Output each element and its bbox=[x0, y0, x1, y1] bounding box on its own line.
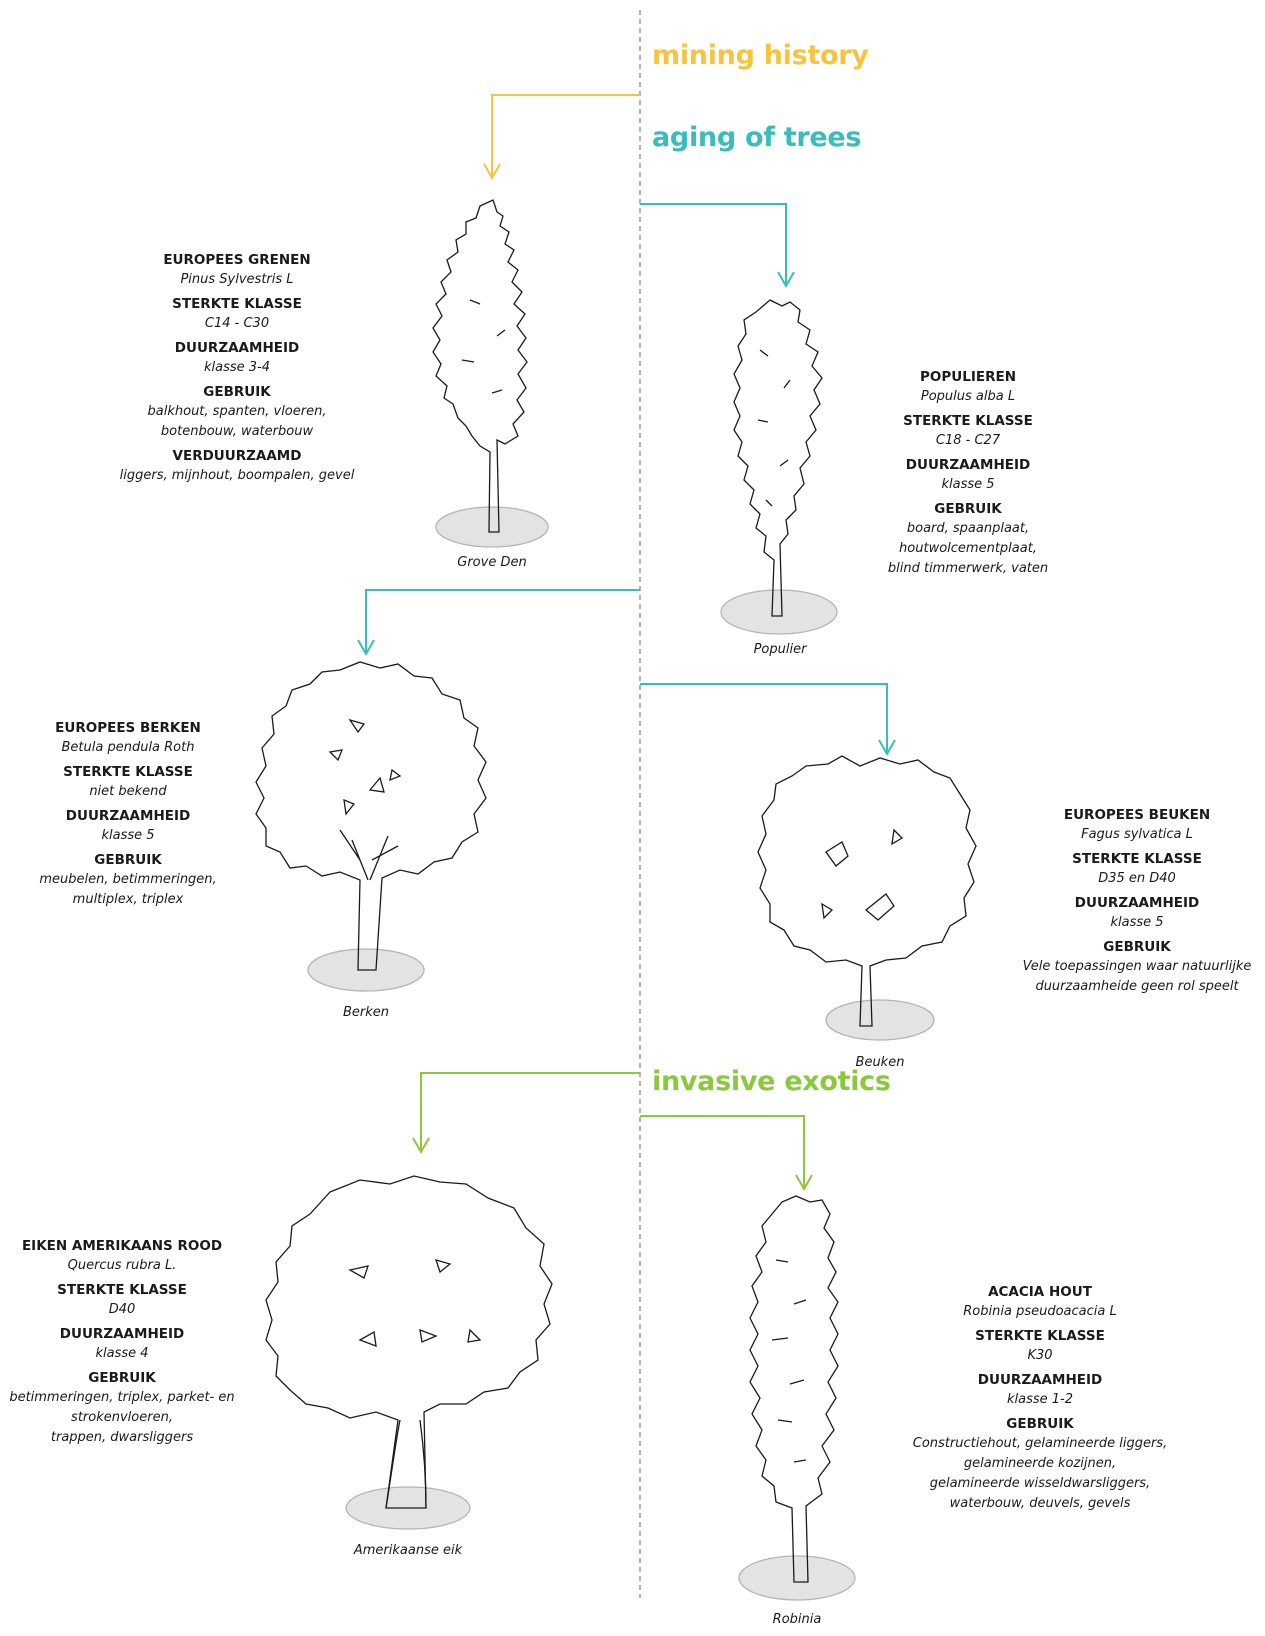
connector-aging-berken bbox=[357, 589, 640, 657]
durability-label: DUURZAAMHEID bbox=[977, 1372, 1103, 1388]
poplar-tree-icon bbox=[720, 299, 838, 635]
latin-name: Populus alba L bbox=[920, 389, 1016, 404]
pine-tree-icon bbox=[432, 199, 549, 548]
species-name: EUROPEES BERKEN bbox=[55, 720, 201, 736]
durability-value: klasse 3-4 bbox=[203, 360, 270, 375]
durability-value: klasse 5 bbox=[941, 477, 995, 492]
info-berken: EUROPEES BERKEN Betula pendula Roth STER… bbox=[0, 718, 268, 910]
durability-label: DUURZAAMHEID bbox=[1074, 895, 1200, 911]
species-name: EUROPEES BEUKEN bbox=[1063, 807, 1211, 823]
heading-invasive-exotics: invasive exotics bbox=[652, 1066, 891, 1097]
connector-mining-grove bbox=[483, 94, 640, 181]
info-robinia: ACACIA HOUT Robinia pseudoacacia L STERK… bbox=[900, 1282, 1180, 1514]
use-label: GEBRUIK bbox=[203, 384, 271, 400]
durability-label: DUURZAAMHEID bbox=[174, 340, 300, 356]
species-name: EIKEN AMERIKAANS ROOD bbox=[21, 1238, 223, 1254]
strength-label: STERKTE KLASSE bbox=[57, 1282, 187, 1298]
use-label: GEBRUIK bbox=[1006, 1416, 1074, 1432]
latin-name: Pinus Sylvestris L bbox=[180, 272, 294, 287]
info-grove-den: EUROPEES GRENEN Pinus Sylvestris L STERK… bbox=[97, 250, 377, 486]
info-populier: POPULIEREN Populus alba L STERKTE KLASSE… bbox=[828, 367, 1108, 579]
use-label: GEBRUIK bbox=[934, 501, 1002, 517]
heading-aging-of-trees: aging of trees bbox=[652, 122, 862, 153]
durability-value: klasse 4 bbox=[95, 1346, 149, 1361]
treated-label: VERDUURZAAMD bbox=[172, 448, 302, 464]
latin-name: Quercus rubra L. bbox=[67, 1258, 177, 1273]
use-value: balkhout, spanten, vloeren, botenbouw, w… bbox=[147, 404, 327, 439]
use-label: GEBRUIK bbox=[1103, 939, 1171, 955]
use-value: betimmeringen, triplex, parket- en strok… bbox=[9, 1390, 235, 1445]
connector-aging-beuken bbox=[640, 683, 896, 757]
info-beuken: EUROPEES BEUKEN Fagus sylvatica L STERKT… bbox=[997, 805, 1265, 997]
species-name: POPULIEREN bbox=[920, 369, 1016, 385]
durability-label: DUURZAAMHEID bbox=[905, 457, 1031, 473]
use-value: meubelen, betimmeringen, multiplex, trip… bbox=[39, 872, 217, 907]
strength-value: K30 bbox=[1027, 1348, 1053, 1363]
use-label: GEBRUIK bbox=[88, 1370, 156, 1386]
caption-grove-den: Grove Den bbox=[457, 555, 527, 570]
strength-value: C14 - C30 bbox=[204, 316, 270, 331]
durability-value: klasse 5 bbox=[1110, 915, 1164, 930]
strength-label: STERKTE KLASSE bbox=[1072, 851, 1202, 867]
species-name: EUROPEES GRENEN bbox=[163, 252, 311, 268]
beech-tree-icon bbox=[757, 755, 977, 1041]
caption-berken: Berken bbox=[342, 1005, 390, 1020]
connector-invasive-eik bbox=[412, 1072, 640, 1155]
caption-robinia: Robinia bbox=[772, 1612, 822, 1627]
connector-aging-populier bbox=[640, 203, 795, 289]
use-value: board, spaanplaat, houtwolcementplaat, b… bbox=[887, 521, 1049, 576]
info-amerikaanse-eik: EIKEN AMERIKAANS ROOD Quercus rubra L. S… bbox=[0, 1236, 262, 1448]
use-value: Constructiehout, gelamineerde liggers, g… bbox=[912, 1436, 1168, 1511]
strength-label: STERKTE KLASSE bbox=[903, 413, 1033, 429]
caption-beuken: Beuken bbox=[855, 1055, 905, 1070]
strength-label: STERKTE KLASSE bbox=[975, 1328, 1105, 1344]
connector-invasive-robinia bbox=[640, 1115, 813, 1192]
birch-tree-icon bbox=[255, 661, 487, 992]
strength-label: STERKTE KLASSE bbox=[63, 764, 193, 780]
strength-value: C18 - C27 bbox=[935, 433, 1001, 448]
heading-mining-history: mining history bbox=[652, 40, 869, 71]
strength-label: STERKTE KLASSE bbox=[172, 296, 302, 312]
strength-value: D40 bbox=[108, 1302, 136, 1317]
strength-value: D35 en D40 bbox=[1098, 871, 1176, 886]
durability-value: klasse 5 bbox=[101, 828, 155, 843]
use-label: GEBRUIK bbox=[94, 852, 162, 868]
durability-value: klasse 1-2 bbox=[1006, 1392, 1073, 1407]
durability-label: DUURZAAMHEID bbox=[65, 808, 191, 824]
latin-name: Betula pendula Roth bbox=[61, 740, 195, 755]
use-value: Vele toepassingen waar natuurlijke duurz… bbox=[1022, 959, 1252, 994]
species-name: ACACIA HOUT bbox=[988, 1284, 1092, 1300]
caption-amerikaanse-eik: Amerikaanse eik bbox=[353, 1543, 463, 1558]
durability-label: DUURZAAMHEID bbox=[59, 1326, 185, 1342]
caption-populier: Populier bbox=[753, 642, 807, 657]
treated-value: liggers, mijnhout, boompalen, gevel bbox=[119, 468, 355, 483]
latin-name: Robinia pseudoacacia L bbox=[963, 1304, 1117, 1319]
strength-value: niet bekend bbox=[89, 784, 167, 799]
oak-tree-icon bbox=[265, 1175, 553, 1530]
latin-name: Fagus sylvatica L bbox=[1081, 827, 1193, 842]
robinia-tree-icon bbox=[738, 1195, 856, 1601]
